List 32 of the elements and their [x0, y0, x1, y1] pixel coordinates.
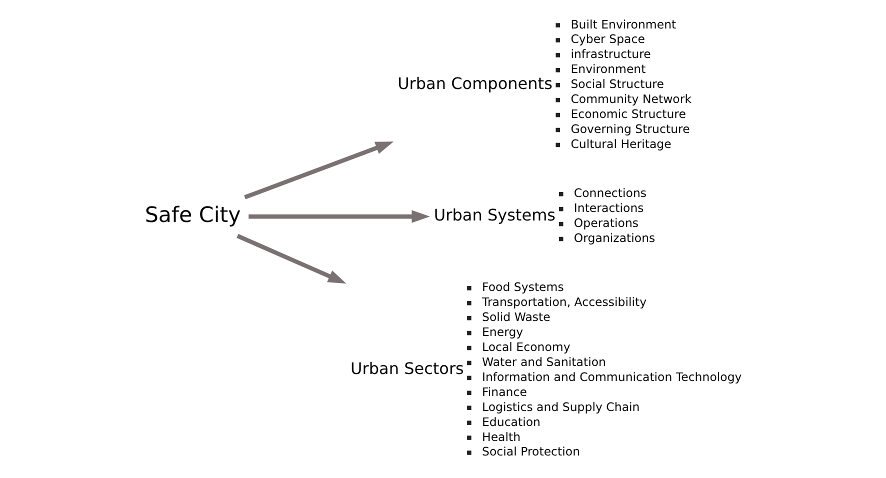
- node-label: Connections: [574, 186, 647, 200]
- node-label: Local Economy: [482, 340, 570, 354]
- node-label: Organizations: [574, 230, 656, 245]
- node-label: Water and Sanitation: [482, 354, 606, 369]
- node-label: Information and Communication Technology: [482, 370, 742, 384]
- node-label: Environment: [570, 62, 646, 76]
- node-text: Urban Systems: [434, 205, 556, 224]
- node-label: Food Systems: [482, 280, 564, 294]
- node-label: Solid Waste: [482, 310, 550, 324]
- node-label: Transportation, Accessibility: [482, 295, 647, 310]
- node-label: Health: [482, 430, 521, 444]
- arrow: [244, 141, 394, 200]
- node-label: Economic Structure: [570, 107, 686, 122]
- node-text: Urban Sectors: [350, 359, 464, 378]
- node-label: Operations: [574, 216, 639, 230]
- node-label: Energy: [482, 325, 524, 340]
- node-label: Cultural Heritage: [570, 136, 672, 151]
- node-label: Community Network: [570, 92, 692, 106]
- node-label: Cyber Space: [570, 32, 645, 46]
- node-label: Interactions: [574, 201, 644, 216]
- node-label: Social Structure: [570, 77, 664, 92]
- node-label: Social Protection: [482, 444, 580, 459]
- node-label: infrastructure: [570, 47, 651, 62]
- node-label: Governing Structure: [570, 122, 690, 136]
- node-label: Built Environment: [570, 17, 676, 32]
- node-text: Safe City: [144, 202, 241, 228]
- node-label: Logistics and Supply Chain: [482, 400, 640, 414]
- node-label: Education: [482, 414, 541, 429]
- arrow: [248, 210, 430, 223]
- node-text: Urban Components: [398, 74, 552, 93]
- node-label: Finance: [482, 384, 527, 399]
- arrow: [236, 234, 346, 284]
